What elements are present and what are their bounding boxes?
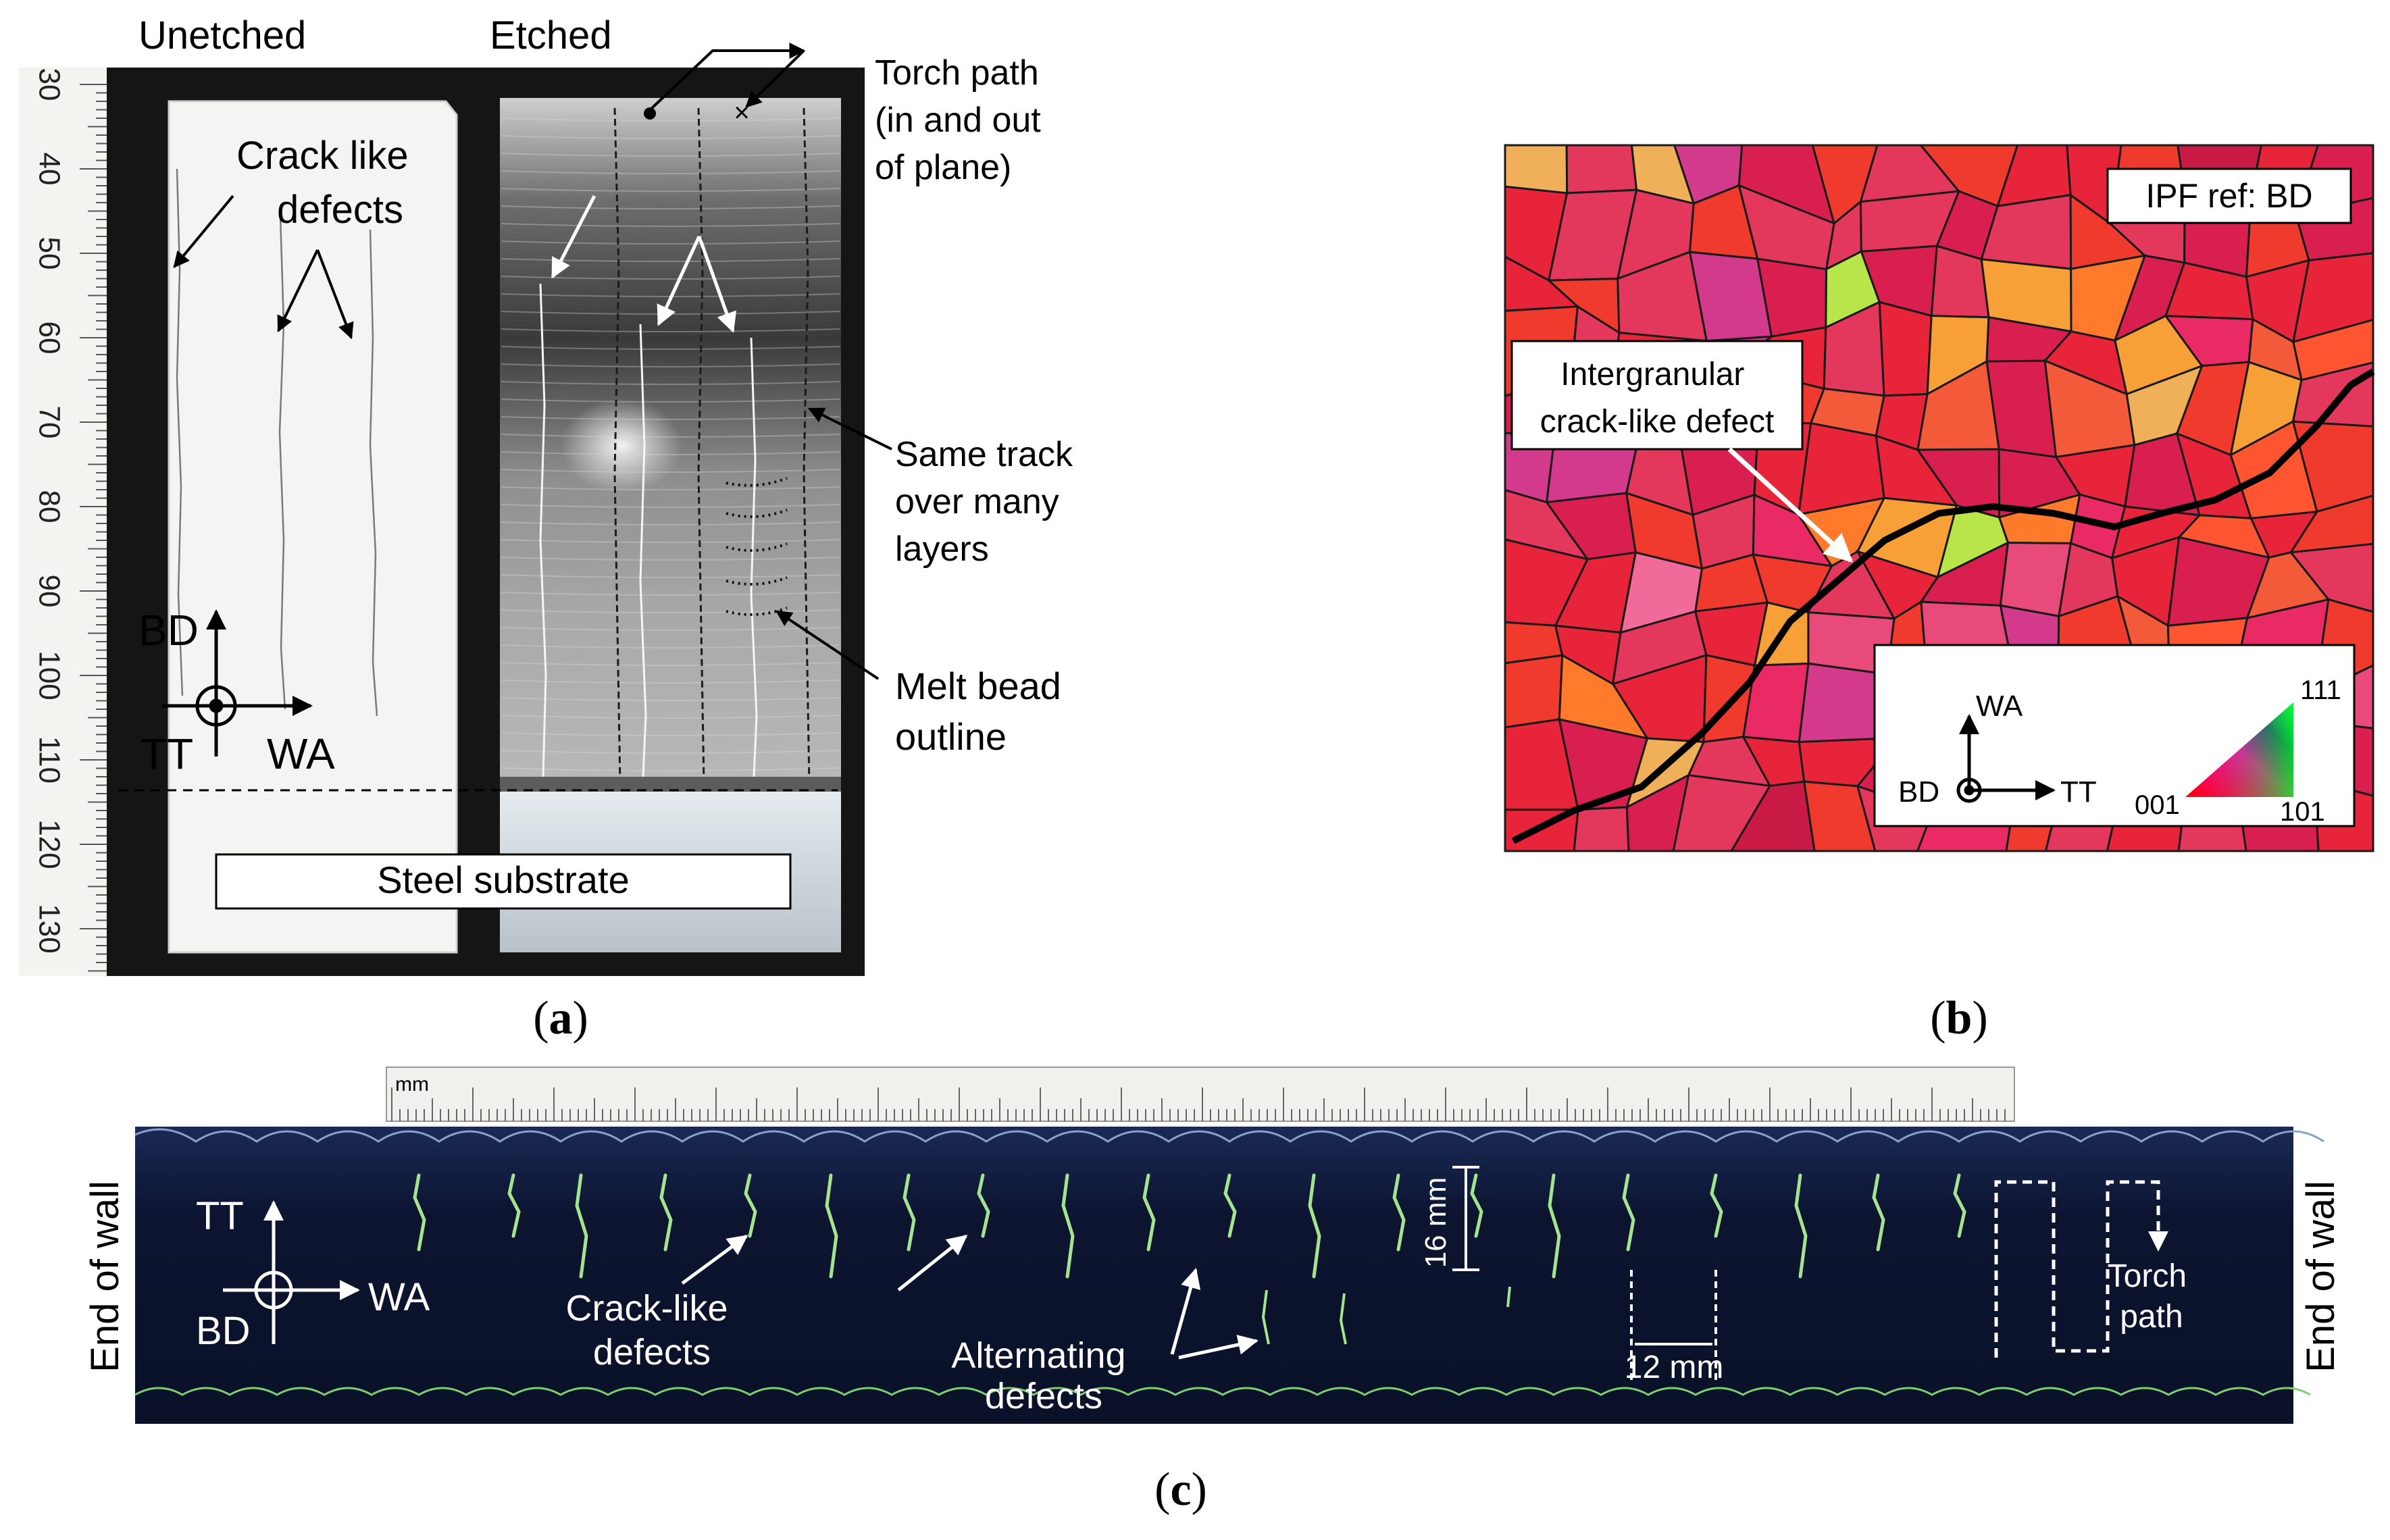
tri-label-111: 111 bbox=[2300, 675, 2341, 705]
steel-substrate-box bbox=[215, 853, 792, 910]
label-unetched: Unetched bbox=[138, 14, 306, 57]
etched-glow bbox=[561, 399, 682, 493]
ruler-a bbox=[19, 68, 107, 976]
unetched-sample bbox=[168, 100, 458, 954]
alternating-defects-label: Alternating defects bbox=[951, 1335, 1136, 1416]
axis-tt-a: TT bbox=[141, 729, 193, 778]
ruler-a-tick-label: 50 bbox=[32, 237, 66, 270]
crack-like-defects-label: Crack like defects bbox=[236, 134, 419, 232]
ipf-ref-box bbox=[2106, 168, 2352, 224]
ruler-a-tick-label: 40 bbox=[32, 153, 66, 186]
axis-tt-c: TT bbox=[196, 1194, 244, 1238]
dim-16mm bbox=[1452, 1166, 1479, 1271]
intergranular-crack bbox=[1511, 368, 2375, 844]
ipf-ref-label: IPF ref: BD bbox=[2145, 177, 2312, 215]
wall-bottom-edge bbox=[134, 1387, 2311, 1396]
melt-bead-dots bbox=[726, 477, 788, 616]
etched-cracks bbox=[539, 283, 758, 777]
same-track-label: Same track over many layers bbox=[895, 435, 1082, 569]
intergranular-label: Intergranular crack-like defect bbox=[1540, 357, 1775, 440]
ruler-a-tick-label: 60 bbox=[32, 322, 66, 355]
ruler-a-tick-label: 70 bbox=[32, 406, 66, 439]
alternating-arrows bbox=[1170, 1268, 1258, 1360]
dim-12mm-label: 12 mm bbox=[1625, 1350, 1724, 1385]
torch-path-c-label: Torch path bbox=[2108, 1258, 2196, 1335]
ruler-a-tick-label: 30 bbox=[32, 68, 66, 101]
ruler-a-tick-label: 90 bbox=[32, 575, 66, 608]
tri-label-001: 001 bbox=[2135, 790, 2180, 820]
ruler-c bbox=[386, 1067, 2015, 1122]
ruler-a-ticks bbox=[80, 84, 107, 972]
axis-wa-a: WA bbox=[267, 729, 335, 778]
caption-a: (a) bbox=[533, 992, 588, 1044]
ruler-a-tick-label: 120 bbox=[32, 819, 66, 869]
panel-b: IPF ref: BD Intergranular crack-like def… bbox=[1504, 144, 2375, 1044]
ruler-c-unit: mm bbox=[395, 1073, 429, 1096]
intergranular-box bbox=[1510, 340, 1804, 451]
torch-arrows-a bbox=[651, 43, 806, 109]
axis-bd-a: BD bbox=[138, 606, 199, 654]
axis-wa-c: WA bbox=[368, 1275, 430, 1319]
ruler-a-labels: 30 40 50 60 70 80 90 100 110 120 130 bbox=[32, 68, 66, 954]
crack-like-defects-c-label: Crack-like defects bbox=[565, 1288, 738, 1372]
end-of-wall-right: End of wall bbox=[2299, 1181, 2343, 1372]
axis-tt-b: TT bbox=[2060, 775, 2097, 808]
etched-layer-lines bbox=[501, 118, 840, 771]
ruler-a-tick-label: 130 bbox=[32, 904, 66, 953]
ruler-c-ticks bbox=[391, 1087, 2006, 1121]
dim-16mm-label: 16 mm bbox=[1419, 1177, 1452, 1268]
wall-image bbox=[135, 1127, 2293, 1424]
axis-bd-c: BD bbox=[196, 1309, 251, 1353]
torch-path-label-a: Torch path (in and out of plane) bbox=[875, 53, 1050, 187]
melt-bead-label: Melt bead outline bbox=[895, 665, 1072, 758]
axis-wa-b: WA bbox=[1976, 690, 2023, 723]
torch-out-plane-x: × bbox=[734, 98, 749, 128]
wall-cracks bbox=[413, 1173, 1966, 1279]
axes-triad-b bbox=[1956, 714, 2056, 803]
tri-label-101: 101 bbox=[2280, 797, 2325, 827]
etched-white-arrows bbox=[551, 195, 737, 333]
etched-tracks bbox=[613, 107, 811, 784]
ruler-a-tick-label: 80 bbox=[32, 490, 66, 523]
crack-arrows-c bbox=[681, 1234, 968, 1291]
torch-path-c bbox=[1994, 1180, 2168, 1358]
label-etched: Etched bbox=[490, 14, 612, 57]
torch-in-plane-dot bbox=[644, 107, 656, 120]
ruler-a-tick-label: 110 bbox=[32, 736, 66, 784]
melt-bead-arrow bbox=[776, 610, 880, 680]
axes-triad-a bbox=[162, 609, 313, 756]
end-of-wall-left: End of wall bbox=[83, 1181, 127, 1372]
axis-bd-b: BD bbox=[1898, 775, 1939, 808]
steel-substrate-label: Steel substrate bbox=[377, 858, 630, 901]
axes-triad-c bbox=[223, 1200, 360, 1344]
intergranular-arrow bbox=[1727, 447, 1854, 563]
caption-b: (b) bbox=[1930, 992, 1988, 1044]
ipf-color-triangle-overlay bbox=[2185, 702, 2293, 797]
crack-arrows-a bbox=[173, 195, 354, 340]
same-track-arrow bbox=[807, 407, 892, 451]
ruler-a-tick-label: 100 bbox=[32, 650, 66, 700]
panel-a: 30 40 50 60 70 80 90 100 110 120 130 bbox=[19, 14, 1082, 1044]
caption-c: (c) bbox=[1154, 1464, 1207, 1516]
wall-lower-cracks bbox=[1261, 1286, 1511, 1345]
panel-c: mm TT BD WA Crack-like defects bbox=[83, 1067, 2343, 1516]
etched-substrate-edge bbox=[500, 777, 841, 792]
dim-12mm bbox=[1630, 1270, 1717, 1385]
wall-top-edge bbox=[134, 1128, 2324, 1143]
